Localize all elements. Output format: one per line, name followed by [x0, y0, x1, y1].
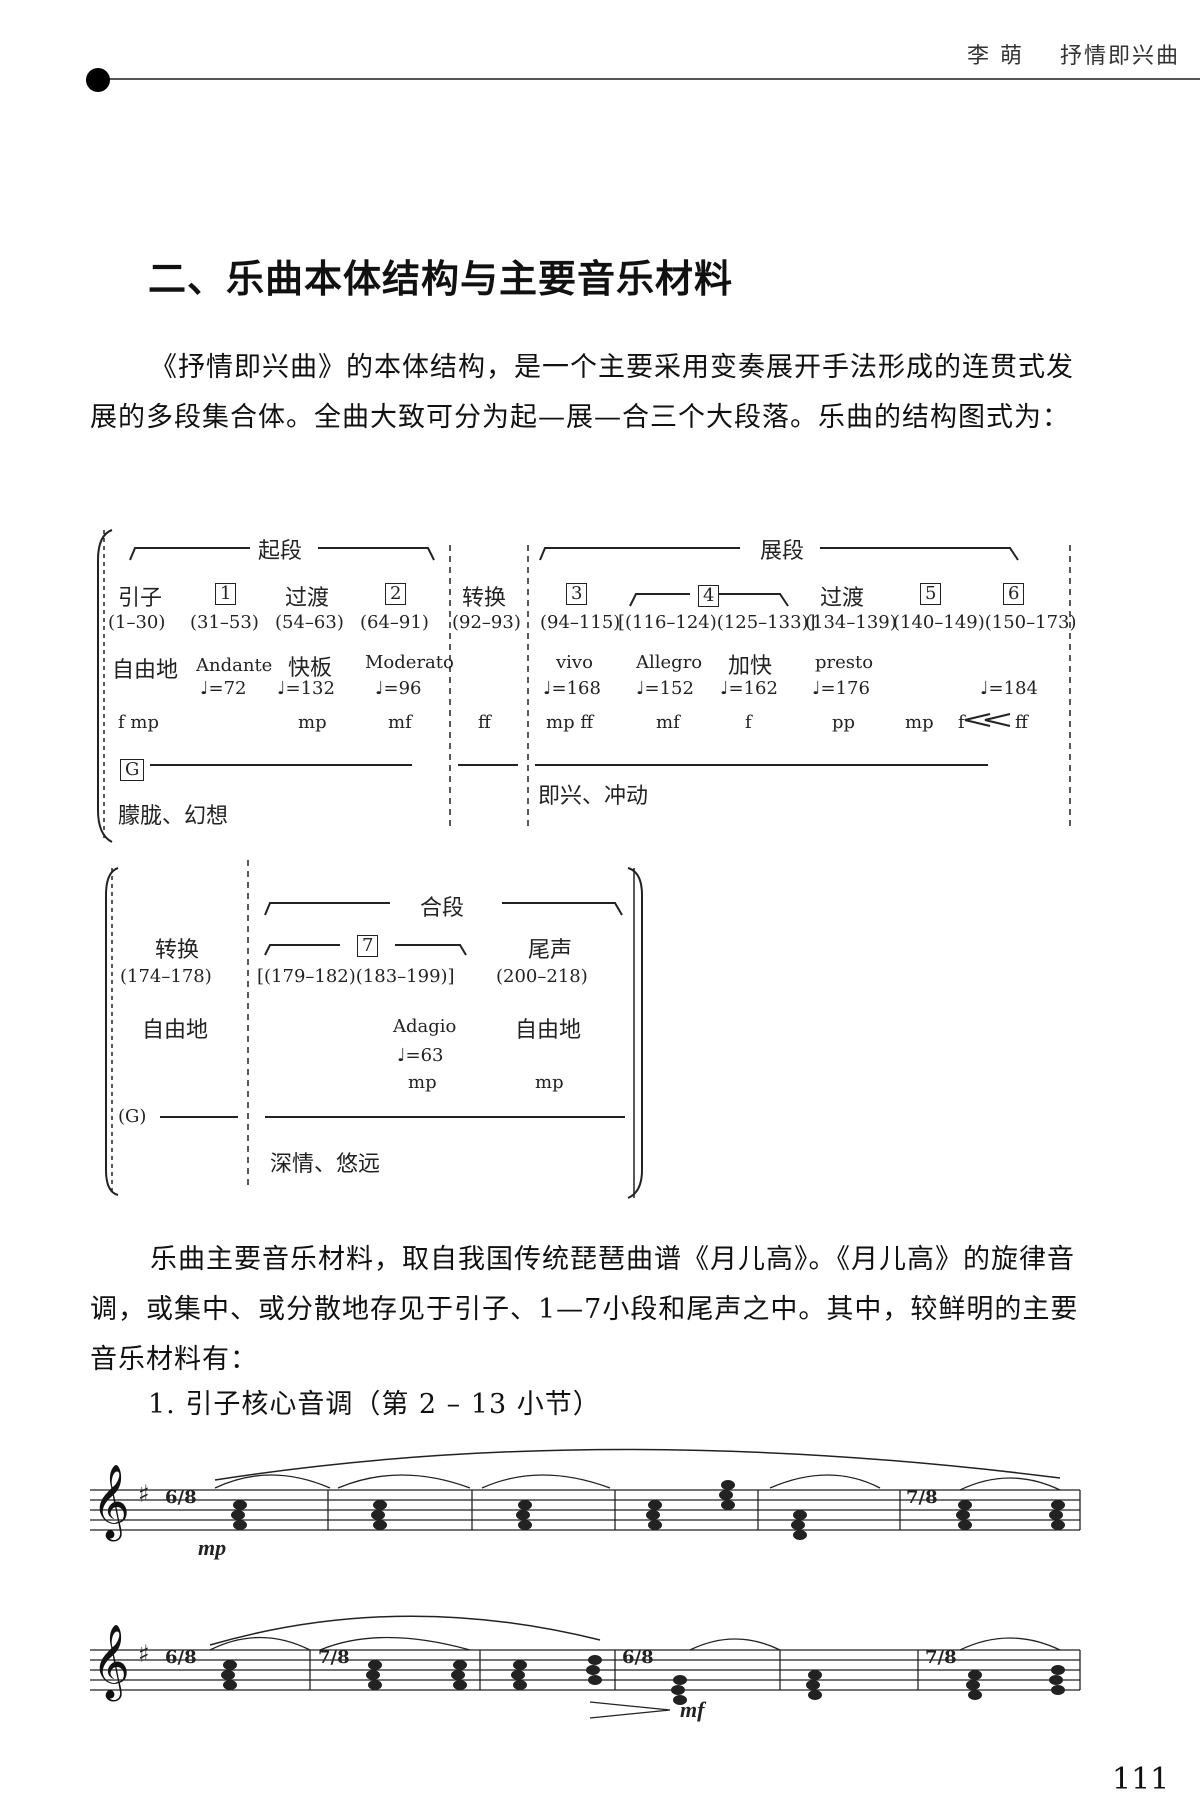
label-guodu-1: 过渡 [285, 586, 330, 611]
section-title: 二、乐曲本体结构与主要音乐材料 [148, 256, 734, 301]
tempo-vivo: vivo [556, 652, 593, 673]
mark-162: ♩=162 [720, 678, 778, 699]
tempo-kuaiban: 快板 [288, 656, 333, 681]
range-yinzi: (1–30) [108, 612, 166, 633]
dyn-pp: pp [832, 712, 856, 733]
range-174-178: (174–178) [120, 966, 212, 987]
key-sharp-icon: ♯ [138, 1480, 150, 1508]
mark-132: ♩=132 [277, 678, 335, 699]
dyn-mp-cresc: mp [905, 712, 934, 733]
section-qi-label: 起段 [258, 539, 303, 564]
range-4: [(116–124)(125–133)] [618, 612, 816, 633]
tempo-andante: Andante [196, 655, 273, 676]
staff-2 [90, 1615, 1081, 1719]
dyn-mp-1: mp [298, 712, 327, 733]
key-sharp-icon-2: ♯ [138, 1640, 150, 1668]
dyn-f-mp: f mp [118, 712, 159, 733]
section-zhan-label: 展段 [760, 539, 805, 564]
dyn-mf-1: mf [388, 712, 412, 733]
section-he-label: 合段 [420, 896, 465, 921]
label-g-paren: (G) [118, 1106, 147, 1127]
dyn-mp-ff: mp ff [546, 712, 594, 733]
range-weisheng: (200–218) [496, 966, 588, 987]
mark-72: ♩=72 [200, 678, 247, 699]
range-zhuanhuan-1: (92–93) [452, 612, 521, 633]
box-4: 4 [698, 585, 720, 607]
box-2: 2 [385, 583, 407, 605]
label-weisheng: 尾声 [528, 938, 573, 963]
time-sig-3: 6/8 [165, 1647, 197, 1668]
label-guodu-2: 过渡 [820, 586, 865, 611]
tempo-ziyou-3: 自由地 [515, 1018, 582, 1043]
mark-152: ♩=152 [636, 678, 694, 699]
box-g: G [120, 759, 145, 781]
time-sig-5: 6/8 [622, 1647, 654, 1668]
dyn-mf-score: mf [680, 1697, 705, 1722]
header-title: 抒情即兴曲 [1059, 44, 1180, 69]
dyn-mp-7: mp [408, 1072, 437, 1093]
box-1: 1 [215, 583, 237, 605]
box-6: 6 [1003, 583, 1025, 605]
mood-menglong: 朦胧、幻想 [118, 804, 229, 829]
header-rule [100, 78, 1200, 80]
mark-96: ♩=96 [375, 678, 422, 699]
range-2: (64–91) [360, 612, 429, 633]
range-3: (94–115) [540, 612, 621, 633]
time-sig-1: 6/8 [165, 1487, 197, 1508]
treble-clef-icon: 𝄞 [92, 1465, 130, 1539]
range-guodu-1: (54–63) [275, 612, 344, 633]
time-sig-2: 7/8 [906, 1487, 938, 1508]
range-1: (31–53) [190, 612, 259, 633]
list-item-1: 1. 引子核心音调（第 2 – 13 小节） [148, 1389, 601, 1420]
mark-63: ♩=63 [397, 1045, 444, 1066]
range-guodu-2: (134–139) [805, 612, 897, 633]
tempo-presto: presto [815, 652, 874, 673]
staff-1 [90, 1448, 1081, 1531]
page-number: 111 [1112, 1762, 1170, 1797]
tempo-ziyou-2: 自由地 [142, 1018, 209, 1043]
tempo-allegro: Allegro [636, 652, 703, 673]
tempo-moderato: Moderato [365, 652, 454, 673]
dyn-ff-cresc: ff [1015, 712, 1028, 733]
label-zhuanhuan-2: 转换 [155, 938, 200, 963]
box-7: 7 [357, 935, 379, 957]
treble-clef-icon-2: 𝄞 [92, 1625, 130, 1699]
dyn-f: f [745, 712, 752, 733]
range-5-6: (140–149)(150–173) [893, 612, 1077, 633]
tempo-jiakuai: 加快 [728, 654, 773, 679]
dyn-mp-score: mp [198, 1535, 227, 1560]
mark-176: ♩=176 [812, 678, 870, 699]
tempo-adagio: Adagio [393, 1016, 457, 1037]
box-3: 3 [566, 583, 588, 605]
box-5: 5 [920, 583, 942, 605]
mark-184: ♩=184 [980, 678, 1038, 699]
running-header: 李 萌 抒情即兴曲 [967, 38, 1180, 70]
mark-168: ♩=168 [543, 678, 601, 699]
dyn-f-cresc: f [958, 712, 965, 733]
header-author: 李 萌 [967, 44, 1024, 69]
mood-shenqing: 深情、悠远 [270, 1152, 381, 1177]
dyn-mf-2: mf [656, 712, 680, 733]
paragraph-1: 《抒情即兴曲》的本体结构，是一个主要采用变奏展开手法形成的连贯式发展的多段集合体… [90, 352, 1074, 433]
header-dot [86, 68, 110, 92]
time-sig-4: 7/8 [318, 1647, 350, 1668]
dyn-ff-1: ff [478, 712, 491, 733]
time-sig-6: 7/8 [925, 1647, 957, 1668]
dyn-mp-coda: mp [535, 1072, 564, 1093]
tempo-ziyou: 自由地 [112, 658, 179, 683]
paragraph-2: 乐曲主要音乐材料，取自我国传统琵琶曲谱《月儿高》。《月儿高》的旋律音调，或集中、… [90, 1244, 1079, 1375]
label-zhuanhuan-1: 转换 [462, 586, 507, 611]
range-7: [(179–182)(183–199)] [257, 966, 455, 987]
mood-jixing: 即兴、冲动 [538, 784, 649, 809]
label-yinzi: 引子 [118, 586, 163, 611]
